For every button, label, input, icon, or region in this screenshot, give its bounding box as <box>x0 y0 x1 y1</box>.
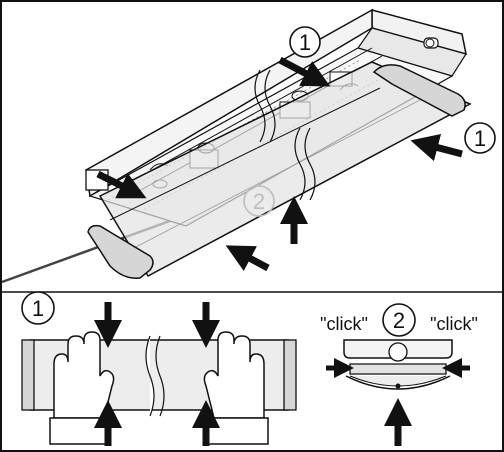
step-marker-cover-2: 2 <box>243 185 275 217</box>
step-marker-top-1: 1 <box>289 26 321 58</box>
step-number: 1 <box>299 30 311 55</box>
luminaire-assembly: 1 1 2 <box>1 8 496 284</box>
step-2-click-detail: "click" "click" 2 <box>320 303 478 446</box>
click-label-left: "click" <box>320 314 368 334</box>
step-number: 1 <box>474 126 486 151</box>
step-number: 2 <box>253 189 265 214</box>
break-mark <box>145 335 155 417</box>
step-number: 1 <box>32 296 44 321</box>
arrow-press-top <box>278 56 331 87</box>
arrow-press-left <box>96 170 147 199</box>
tube-end-cap-right <box>283 339 297 411</box>
break-mark <box>254 69 266 143</box>
step-marker-bottom-left-1: 1 <box>21 291 55 325</box>
break-mark <box>304 127 316 201</box>
step-1-hand-detail: 1 <box>21 291 297 446</box>
end-cap-left <box>87 224 154 279</box>
diffuser-cover <box>87 61 472 279</box>
step-marker-right-1: 1 <box>464 122 496 154</box>
break-mark <box>155 335 165 417</box>
break-mark <box>294 127 306 201</box>
arrow-press-right <box>410 134 463 162</box>
step-marker-bottom-right-2: 2 <box>382 303 416 337</box>
tube-end-cap-left <box>21 339 35 411</box>
break-mark <box>264 69 276 143</box>
profile-cross-section <box>343 339 453 390</box>
end-cap-right <box>372 64 466 117</box>
step-number: 2 <box>393 308 405 333</box>
click-label-right: "click" <box>430 314 478 334</box>
arrow-push-bottom <box>225 245 270 272</box>
